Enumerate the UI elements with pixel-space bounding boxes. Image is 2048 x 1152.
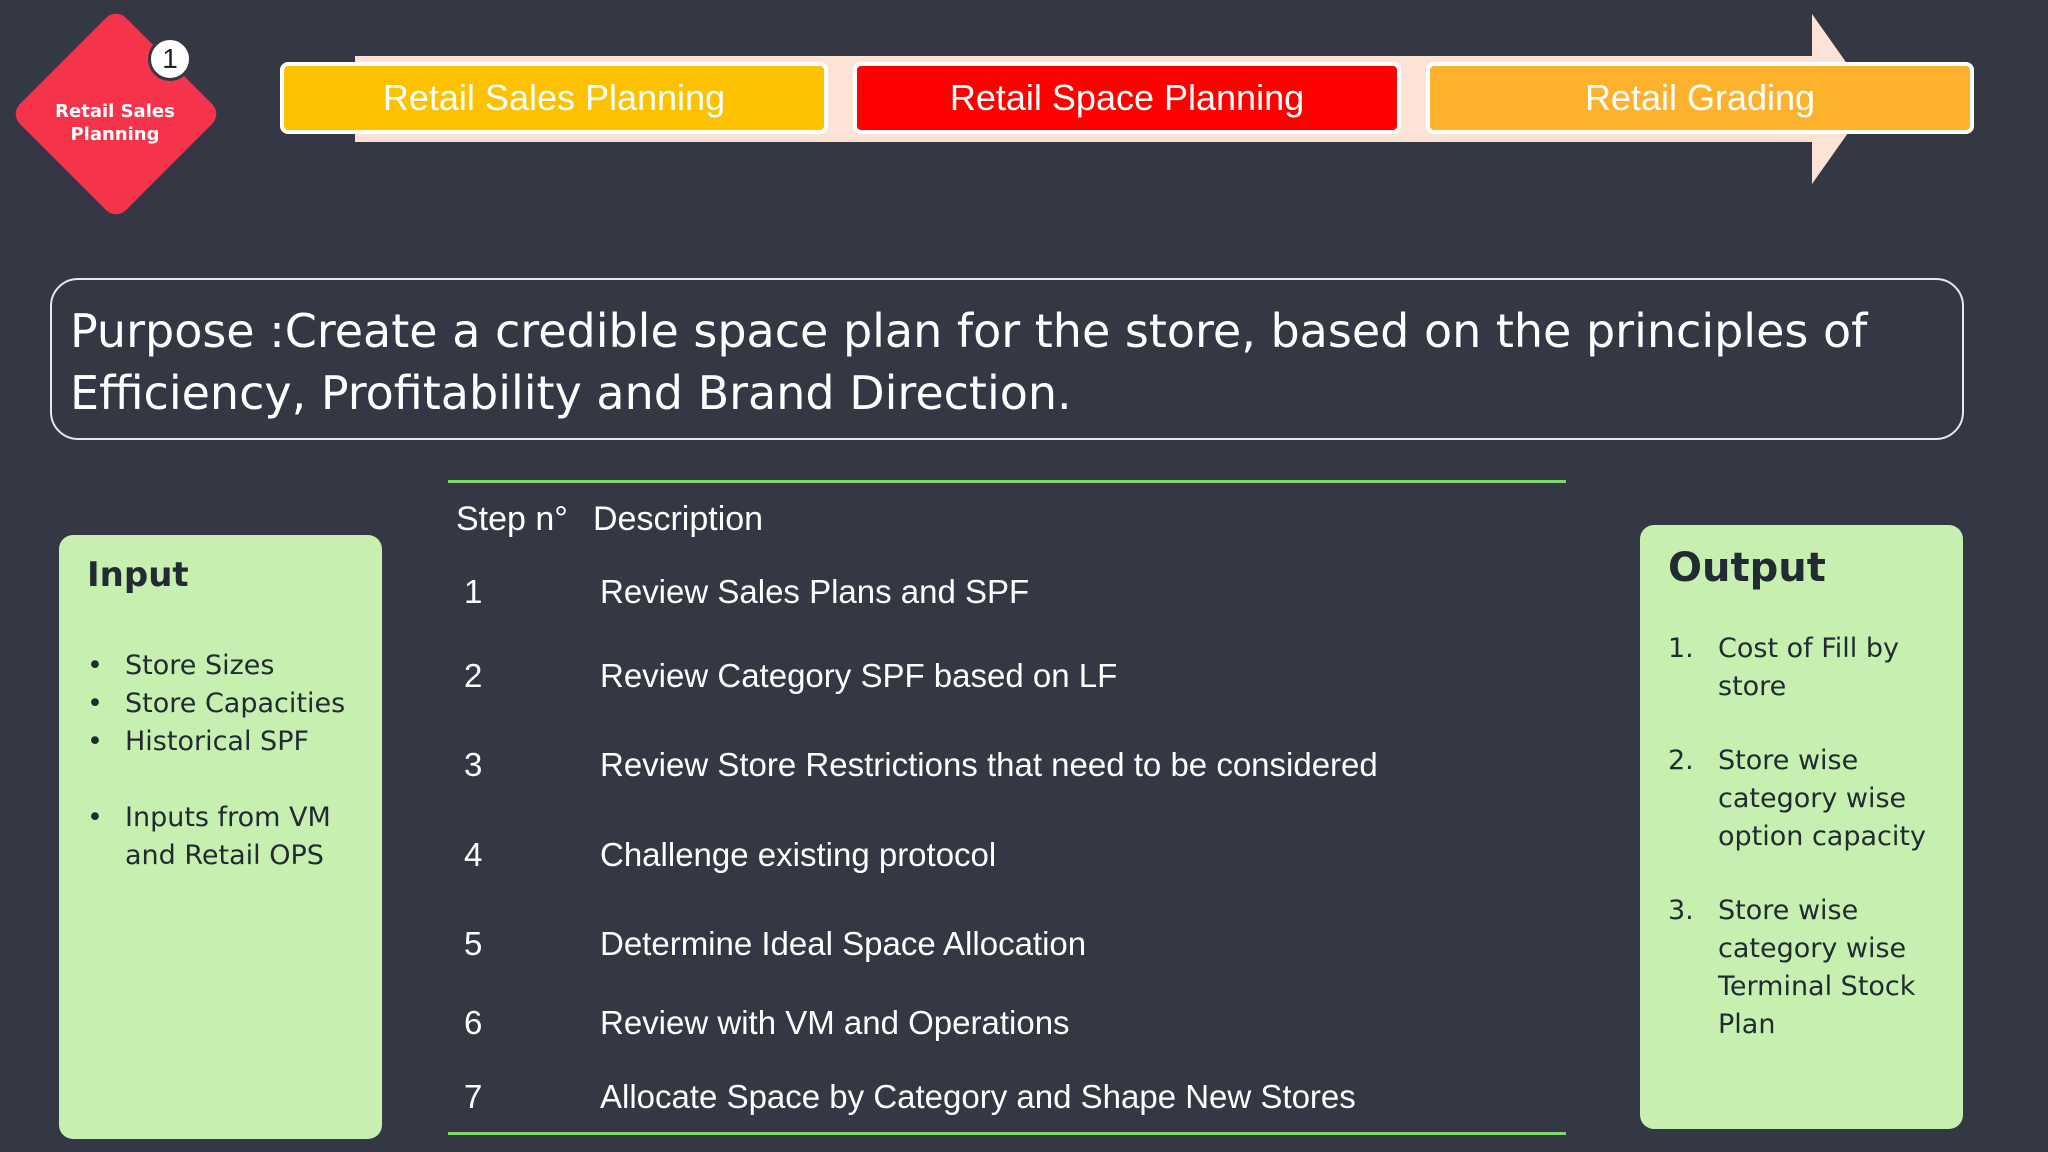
output-title: Output: [1668, 545, 1826, 591]
input-panel: Input •Store Sizes •Store Capacities •Hi…: [59, 535, 382, 1139]
stage-retail-grading: Retail Grading: [1426, 62, 1974, 134]
input-list: •Store Sizes •Store Capacities •Historic…: [87, 647, 377, 875]
table-top-rule: [448, 480, 1566, 483]
step-description: Review Store Restrictions that need to b…: [600, 746, 1378, 783]
step-number: 3: [464, 746, 483, 783]
output-list: 1.Cost of Fill by store 2.Store wise cat…: [1668, 630, 1958, 1080]
output-item: 2.Store wise category wise option capaci…: [1668, 745, 1926, 852]
stage-retail-space-planning: Retail Space Planning: [853, 62, 1401, 134]
step-number: 1: [464, 573, 483, 610]
bullet-icon: •: [87, 802, 103, 833]
step-description: Review Sales Plans and SPF: [600, 573, 1030, 610]
step-number: 6: [464, 1004, 483, 1041]
table-bottom-rule: [448, 1132, 1566, 1135]
step-description: Challenge existing protocol: [600, 836, 997, 873]
input-title: Input: [87, 555, 189, 595]
badge-number: 1: [148, 37, 192, 81]
input-item: •Inputs from VM and Retail OPS: [87, 799, 377, 875]
purpose-text: Purpose :Create a credible space plan fo…: [70, 304, 1868, 420]
step-description: Determine Ideal Space Allocation: [600, 925, 1087, 962]
output-item: 1.Cost of Fill by store: [1668, 633, 1899, 702]
bullet-icon: •: [87, 688, 103, 719]
purpose-box: Purpose :Create a credible space plan fo…: [50, 278, 1964, 440]
table-header-description: Description: [593, 500, 764, 538]
input-item: •Store Sizes: [87, 647, 377, 685]
bullet-icon: •: [87, 650, 103, 681]
stage-retail-sales-planning: Retail Sales Planning: [280, 62, 828, 134]
input-item: •Historical SPF: [87, 723, 377, 761]
step-number: 7: [464, 1078, 483, 1115]
input-item: •Store Capacities: [87, 685, 377, 723]
step-number: 5: [464, 925, 483, 962]
table-header-step: Step n°: [456, 500, 568, 538]
output-item: 3.Store wise category wise Terminal Stoc…: [1668, 895, 1916, 1040]
output-panel: Output 1.Cost of Fill by store 2.Store w…: [1640, 525, 1963, 1129]
step-number: 4: [464, 836, 483, 873]
step-description: Allocate Space by Category and Shape New…: [600, 1078, 1356, 1115]
badge-label: Retail Sales Planning: [55, 101, 175, 145]
bullet-icon: •: [87, 726, 103, 757]
step-description: Review Category SPF based on LF: [600, 657, 1118, 694]
step-number: 2: [464, 657, 483, 694]
step-description: Review with VM and Operations: [600, 1004, 1070, 1041]
